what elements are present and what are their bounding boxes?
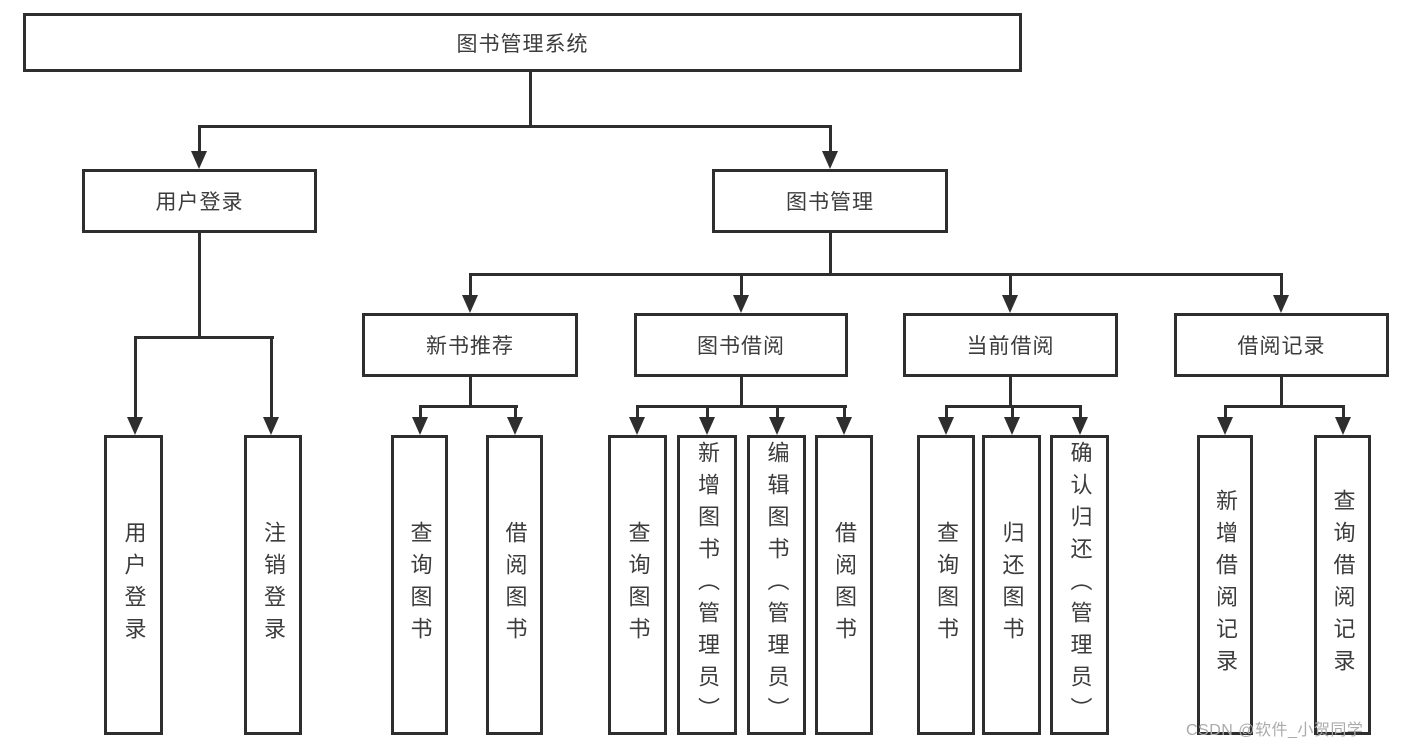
connector [829,128,832,154]
leaf-query-books-current: 查询图书 [917,435,975,735]
connector [1224,408,1227,420]
leaf-add-books-admin: 新增图书（管理员） [677,435,737,735]
connector [1342,408,1345,420]
leaf-user-login: 用户登录 [104,435,163,735]
connector [1280,377,1283,408]
node-label: 图书管理 [786,191,874,214]
node-label: 用户登录 [121,521,147,649]
watermark: CSDN @软件_小贺同学 [1186,722,1364,739]
arrowhead-icon [462,295,478,313]
arrowhead-icon [127,417,143,435]
leaf-edit-books-admin: 编辑图书（管理员） [747,435,806,735]
arrowhead-icon [938,417,954,435]
connector [706,408,709,420]
node-label: 编辑图书（管理员） [764,441,790,729]
connector [419,405,518,408]
leaf-logout: 注销登录 [244,435,302,735]
connector [740,276,743,297]
leaf-borrow-books-recommend: 借阅图书 [486,435,543,735]
arrowhead-icon [1217,417,1233,435]
arrowhead-icon [191,151,207,169]
node-label: 确认归还（管理员） [1067,441,1093,729]
node-label: 新书推荐 [426,335,514,358]
connector [843,408,846,420]
connector [636,405,847,408]
leaf-query-books-recommend: 查询图书 [391,435,448,735]
connector [134,336,274,339]
leaf-confirm-return-admin: 确认归还（管理员） [1050,435,1109,735]
node-label: 用户登录 [155,191,244,214]
leaf-borrow-books-borrowing: 借阅图书 [815,435,873,735]
arrowhead-icon [1072,417,1088,435]
arrowhead-icon [822,151,838,169]
node-label: 查询图书 [407,521,433,649]
connector [1280,276,1283,297]
node-label: 查询图书 [934,521,959,649]
arrowhead-icon [1273,295,1289,313]
node-library-management-system: 图书管理系统 [23,13,1022,72]
connector [945,408,948,420]
node-label: 图书管理系统 [456,32,589,56]
node-user-login: 用户登录 [82,169,317,233]
connector [1009,276,1012,297]
arrowhead-icon [1002,295,1018,313]
arrowhead-icon [412,417,428,435]
connector [469,377,472,408]
connector [198,128,201,154]
leaf-add-borrow-record: 新增借阅记录 [1197,435,1253,735]
leaf-query-books-borrowing: 查询图书 [608,435,667,735]
leaf-return-books: 归还图书 [982,435,1041,735]
node-label: 当前借阅 [966,335,1055,358]
arrowhead-icon [836,417,852,435]
connector [740,377,743,408]
connector [469,276,472,297]
node-label: 注销登录 [261,521,286,649]
node-book-borrowing: 图书借阅 [634,313,848,377]
arrowhead-icon [1004,417,1020,435]
connector [270,339,273,419]
arrowhead-icon [629,417,645,435]
node-label: 查询借阅记录 [1330,489,1356,681]
connector [469,273,1283,276]
connector [1011,408,1014,420]
connector [514,408,517,420]
connector [636,408,639,420]
node-label: 查询图书 [625,521,651,649]
arrowhead-icon [507,417,523,435]
node-current-borrowing: 当前借阅 [903,313,1118,377]
connector [776,408,779,420]
node-book-management: 图书管理 [712,169,948,233]
node-new-book-recommendation: 新书推荐 [362,313,578,377]
connector [1224,405,1345,408]
arrowhead-icon [699,417,715,435]
node-label: 新增借阅记录 [1213,489,1238,681]
connector [419,408,422,420]
connector [945,405,1082,408]
node-label: 新增图书（管理员） [695,441,720,729]
connector [134,339,137,419]
connector [1009,377,1012,408]
arrowhead-icon [769,417,785,435]
node-label: 图书借阅 [697,335,785,358]
connector [1079,408,1082,420]
node-label: 借阅记录 [1237,335,1326,358]
leaf-query-borrow-record: 查询借阅记录 [1314,435,1371,735]
node-label: 借阅图书 [502,521,528,649]
arrowhead-icon [733,295,749,313]
connector [829,233,832,276]
connector [198,125,832,128]
arrowhead-icon [263,417,279,435]
arrowhead-icon [1335,417,1351,435]
connector [198,233,201,339]
node-label: 借阅图书 [832,521,857,649]
node-borrowing-records: 借阅记录 [1174,313,1389,377]
connector [529,72,532,128]
node-label: 归还图书 [999,521,1025,649]
